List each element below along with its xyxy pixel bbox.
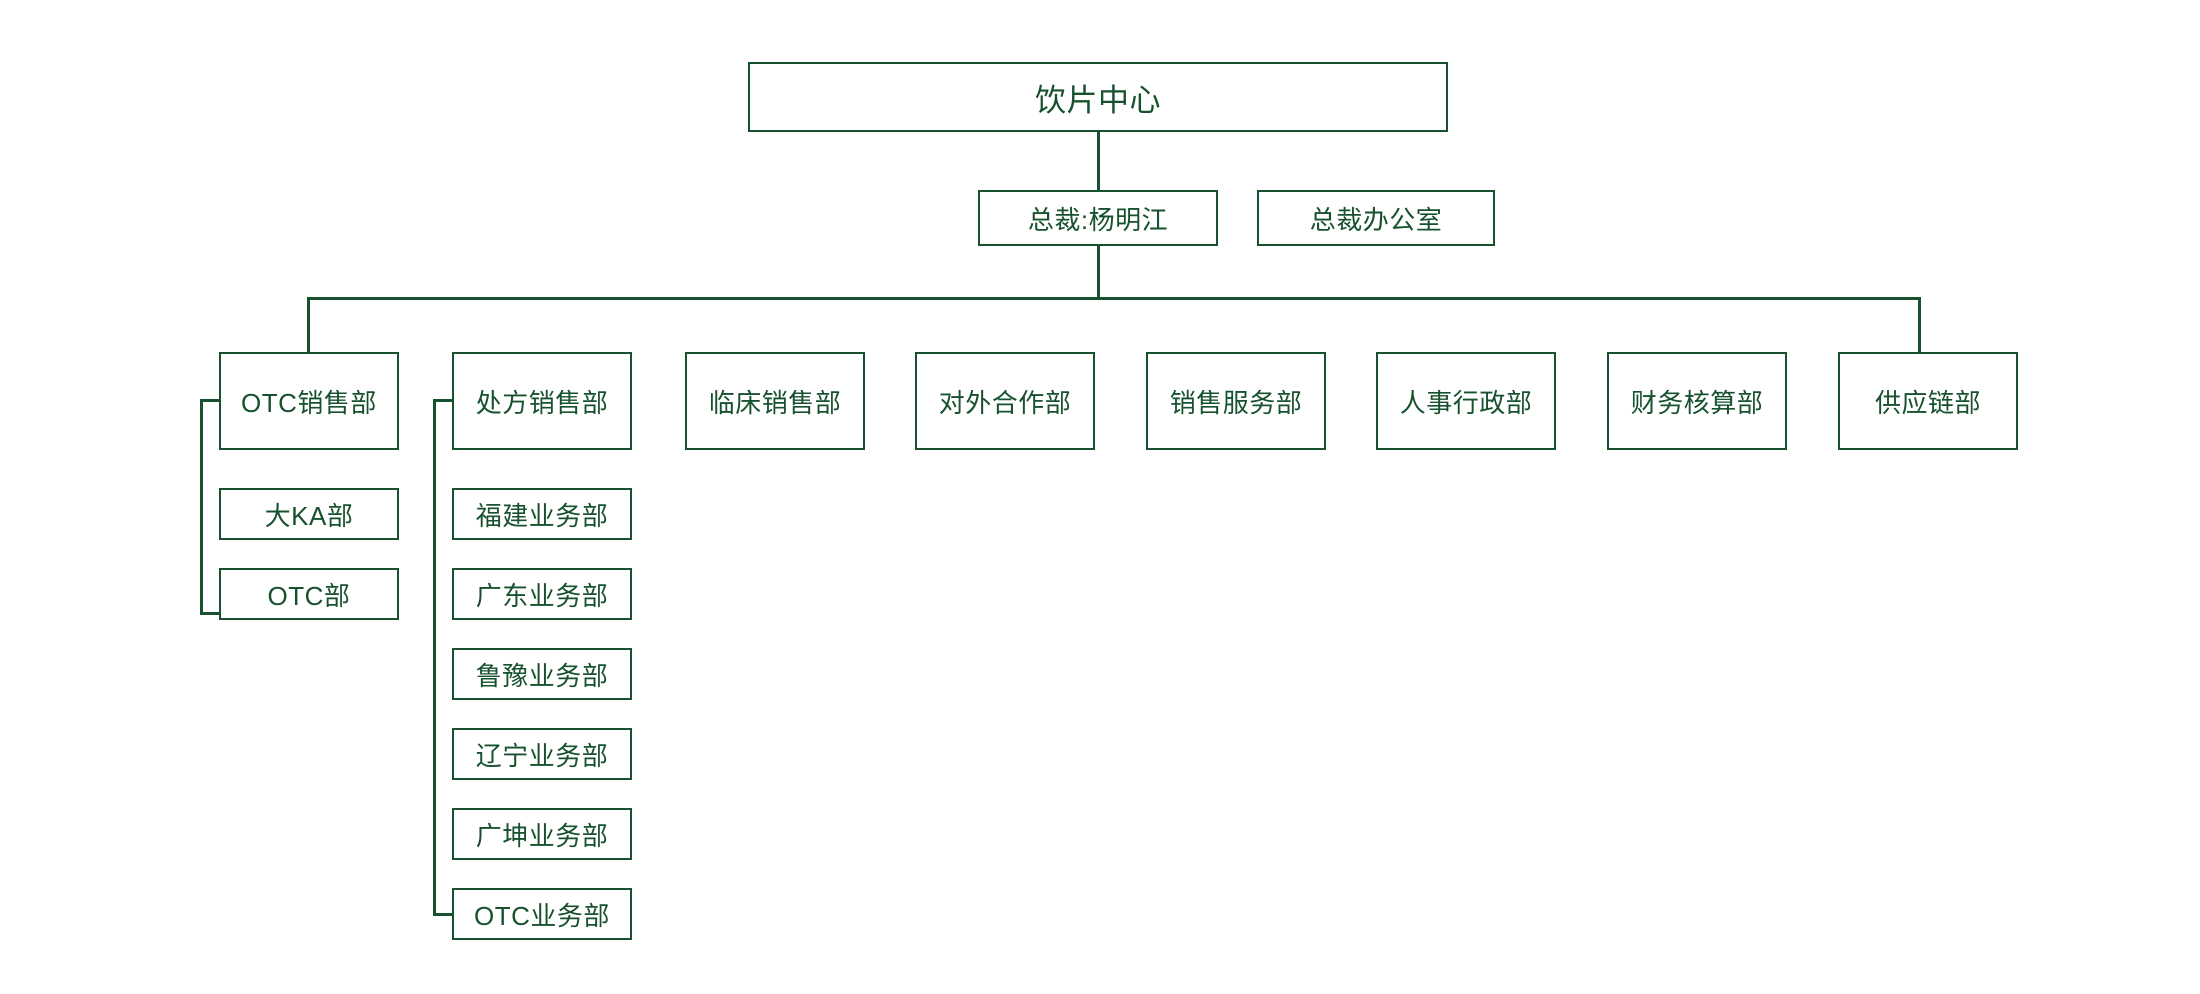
edge-bus-drop-otc-sales: [307, 297, 310, 352]
node-sub-label: 广东业务部: [475, 580, 609, 611]
edge-otc-sales-spine: [200, 399, 203, 614]
edge-prescription-spine: [433, 399, 436, 915]
node-department-hr-administration[interactable]: 人事行政部: [1376, 352, 1556, 450]
node-department-label: 临床销售部: [708, 387, 842, 418]
node-president-office-label: 总裁办公室: [1309, 204, 1443, 235]
node-department-label: OTC销售部: [241, 387, 377, 418]
node-department-financial-accounting[interactable]: 财务核算部: [1607, 352, 1787, 450]
node-sub-label: 福建业务部: [475, 500, 609, 531]
node-executive-label: 总裁:杨明江: [1027, 204, 1169, 235]
edge-otc-sales-spine-top-stub: [200, 399, 221, 402]
edge-bus-drop-supply-chain: [1918, 297, 1921, 352]
node-sub-label: 鲁豫业务部: [475, 660, 609, 691]
node-sub-label: 广坤业务部: [475, 820, 609, 851]
edge-prescription-spine-top-stub: [433, 399, 454, 402]
node-sub-guangkun-business[interactable]: 广坤业务部: [452, 808, 632, 860]
edge-root-to-executive: [1097, 132, 1100, 190]
node-department-label: 处方销售部: [475, 387, 609, 418]
node-root-label: 饮片中心: [1035, 82, 1161, 118]
edge-prescription-to-otc-business: [433, 913, 454, 916]
edge-department-bus: [307, 297, 1920, 300]
node-department-prescription-sales[interactable]: 处方销售部: [452, 352, 632, 450]
node-sub-otc-business[interactable]: OTC业务部: [452, 888, 632, 940]
node-sub-liaoning-business[interactable]: 辽宁业务部: [452, 728, 632, 780]
node-sub-luyu-business[interactable]: 鲁豫业务部: [452, 648, 632, 700]
node-sub-otc[interactable]: OTC部: [219, 568, 399, 620]
node-department-label: 财务核算部: [1630, 387, 1764, 418]
node-sub-label: 辽宁业务部: [475, 740, 609, 771]
node-root[interactable]: 饮片中心: [748, 62, 1448, 132]
node-sub-guangdong-business[interactable]: 广东业务部: [452, 568, 632, 620]
node-department-label: 销售服务部: [1169, 387, 1303, 418]
node-executive[interactable]: 总裁:杨明江: [978, 190, 1218, 246]
node-department-clinical-sales[interactable]: 临床销售部: [685, 352, 865, 450]
node-department-external-cooperation[interactable]: 对外合作部: [915, 352, 1095, 450]
node-sub-label: OTC业务部: [474, 900, 610, 931]
node-department-label: 供应链部: [1874, 387, 1981, 418]
node-department-label: 人事行政部: [1399, 387, 1533, 418]
node-department-otc-sales[interactable]: OTC销售部: [219, 352, 399, 450]
node-sub-fujian-business[interactable]: 福建业务部: [452, 488, 632, 540]
node-department-supply-chain[interactable]: 供应链部: [1838, 352, 2018, 450]
node-department-sales-service[interactable]: 销售服务部: [1146, 352, 1326, 450]
node-sub-label: 大KA部: [264, 500, 354, 531]
node-sub-big-ka[interactable]: 大KA部: [219, 488, 399, 540]
node-president-office[interactable]: 总裁办公室: [1257, 190, 1495, 246]
edge-otc-sales-to-otc-dept: [200, 612, 221, 615]
node-sub-label: OTC部: [267, 580, 351, 611]
edge-executive-to-bus: [1097, 246, 1100, 299]
node-department-label: 对外合作部: [938, 387, 1072, 418]
